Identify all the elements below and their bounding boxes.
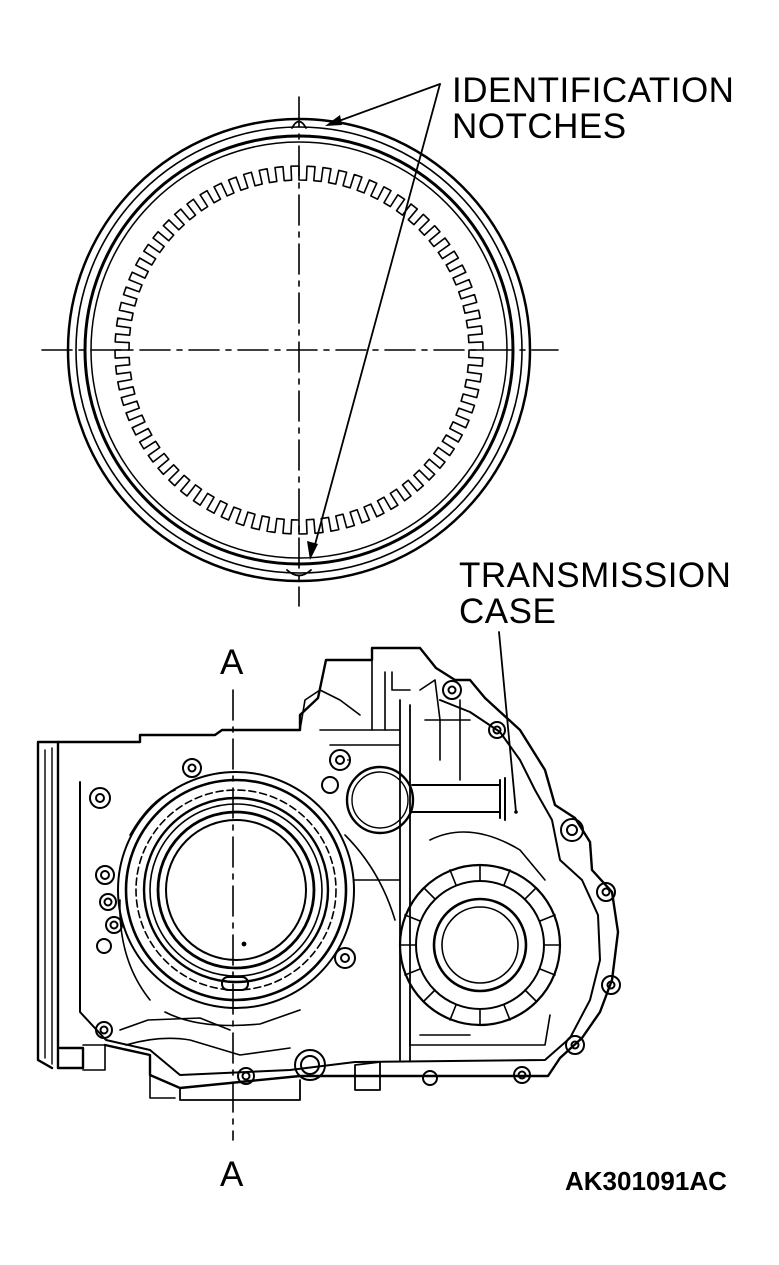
identification-leaders	[312, 83, 441, 553]
case-top-rib	[56, 646, 620, 1090]
transmission-case	[36, 646, 621, 1101]
identification-notches-label-line1: IDENTIFICATION	[452, 71, 735, 110]
differential-housing	[398, 863, 562, 1046]
section-label-bottom: A	[220, 1155, 244, 1194]
left-flange	[36, 740, 85, 1070]
clutch-bore	[117, 771, 355, 1009]
leader-arrowheads	[307, 115, 342, 560]
figure-code: AK301091AC	[565, 1166, 727, 1196]
identification-notches-label-line2: NOTCHES	[452, 107, 627, 146]
transmission-case-label-line2: CASE	[459, 592, 557, 631]
plate-center-lines	[41, 96, 559, 607]
transmission-case-label-line1: TRANSMISSION	[459, 556, 732, 595]
section-label-top: A	[220, 643, 244, 682]
case-bolt-bosses	[89, 680, 621, 1086]
transmission-leader	[498, 631, 517, 813]
